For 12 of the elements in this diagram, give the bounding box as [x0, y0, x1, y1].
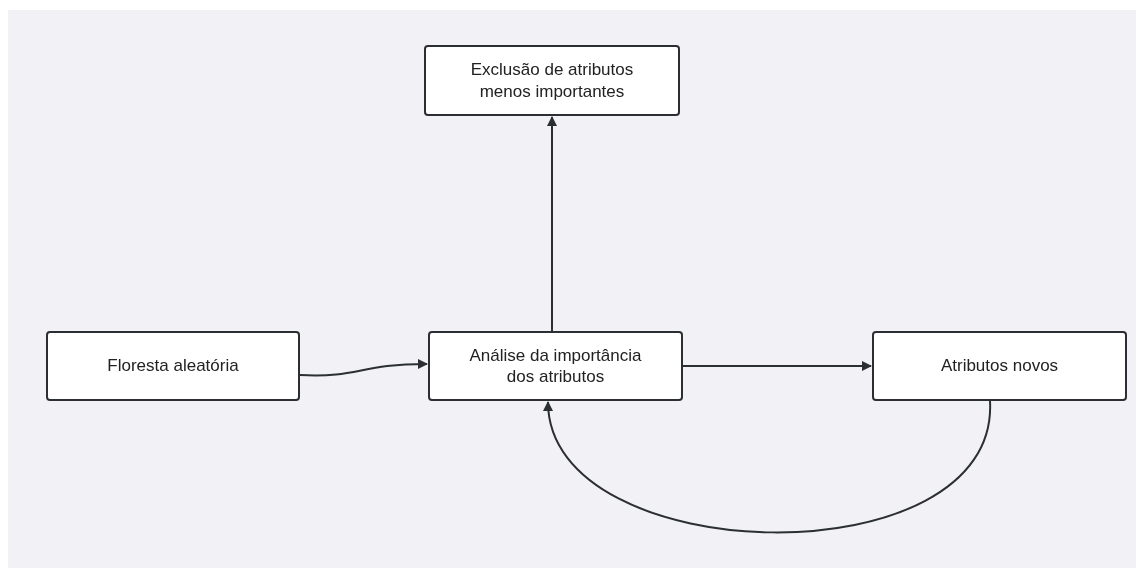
- arrow: [545, 400, 991, 534]
- process-box: [424, 45, 680, 116]
- box-label: Floresta aleatória: [107, 355, 239, 377]
- arrow: [299, 359, 428, 377]
- process-box: [872, 331, 1127, 401]
- arrow: [682, 361, 872, 371]
- box-label: Análise da importância dos atributos: [468, 344, 643, 388]
- process-box: [46, 331, 300, 401]
- box-label: Exclusão de atributos menos importantes: [469, 59, 635, 102]
- box-label: Atributos novos: [940, 355, 1059, 377]
- arrow: [547, 116, 557, 332]
- process-box: [428, 331, 683, 401]
